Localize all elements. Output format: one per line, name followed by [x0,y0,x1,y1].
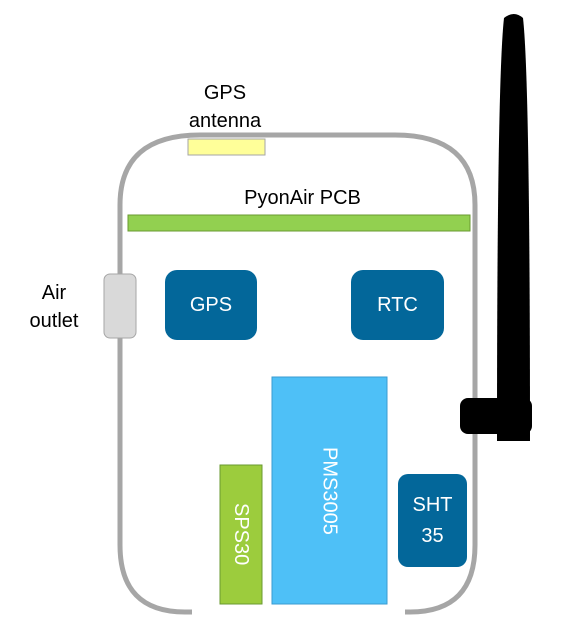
pms-sensor-label: PMS3005 [318,446,341,535]
pcb-bar [127,214,471,232]
air-outlet [103,273,137,339]
sht-sensor-label-line2: 35 [421,525,444,547]
rtc-module [351,270,444,340]
air-outlet-label-line1: Air [41,282,67,304]
sps-sensor [219,464,263,605]
antenna-base [460,398,532,434]
sps-sensor-label: SPS30 [230,503,252,566]
sht-sensor-label-line1: SHT [412,494,453,516]
pcb-label: PyonAir PCB [244,187,361,209]
sht-sensor [398,474,467,567]
antenna [497,14,530,441]
gps-module [165,270,257,340]
gps-antenna-label-line1: GPS [203,82,247,104]
enclosure-outline [117,132,478,615]
gps-module-label: GPS [189,294,233,316]
gps-antenna-label-line2: antenna [188,110,262,132]
rtc-module-label: RTC [377,294,418,316]
pms-sensor [271,376,388,605]
gps-antenna-patch [187,138,266,156]
air-outlet-label-line2: outlet [29,310,79,332]
